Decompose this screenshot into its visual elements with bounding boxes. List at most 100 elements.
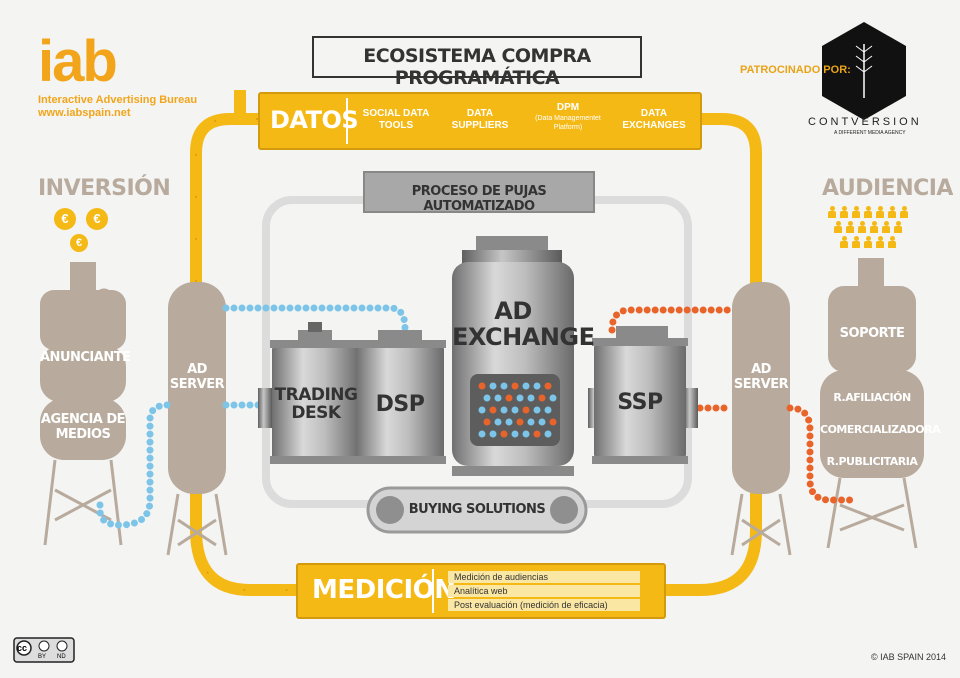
exchange-dot: [527, 394, 535, 402]
exchange-dot: [511, 430, 519, 438]
exchange-dot: [494, 394, 502, 402]
inversion-title: INVERSIÓN: [38, 176, 171, 201]
person-icon: [852, 206, 860, 218]
exchange-dot: [500, 430, 508, 438]
dsp-tank: [354, 330, 446, 464]
person-icon: [888, 206, 896, 218]
sponsor-tagline: A DIFFERENT MEDIA AGENCY: [834, 130, 906, 136]
person-icon: [834, 221, 842, 233]
exchange-dot: [549, 418, 557, 426]
ad-server-left-vessel: [166, 282, 228, 556]
person-icon: [882, 221, 890, 233]
exchange-dot: [511, 382, 519, 390]
by-icon: BY: [38, 654, 47, 660]
person-icon: [876, 206, 884, 218]
medicion-bar: MEDICIÓN Medición de audiencias Analític…: [296, 563, 666, 619]
exchange-dot: [494, 418, 502, 426]
person-icon: [858, 221, 866, 233]
medicion-item: Medición de audiencias: [448, 571, 640, 583]
person-icon: [828, 206, 836, 218]
ad-exchange-label: AD EXCHANGE: [452, 297, 595, 351]
dsp-label: DSP: [375, 392, 425, 417]
person-icon: [840, 206, 848, 218]
buying-solutions-label: BUYING SOLUTIONS: [408, 502, 546, 517]
ssp-label: SSP: [617, 390, 663, 415]
datos-item: SOCIAL DATA TOOLS: [362, 108, 430, 131]
publicitaria-label: R.PUBLICITARIA: [826, 455, 918, 468]
trading-desk-label: TRADING DESK: [274, 385, 358, 423]
exchange-dot: [478, 406, 486, 414]
exchange-dot: [549, 394, 557, 402]
euro-icon: €: [86, 208, 108, 230]
person-icon: [870, 221, 878, 233]
anunciante-label: ANUNCIANTE: [40, 350, 131, 365]
datos-item: DATA SUPPLIERS: [451, 108, 509, 131]
exchange-dot: [500, 406, 508, 414]
orange-dotted-pipe: [608, 306, 854, 504]
agencia-label: AGENCIA DE MEDIOS: [40, 412, 126, 442]
exchange-dot: [478, 382, 486, 390]
exchange-dot: [544, 406, 552, 414]
exchange-dot: [489, 406, 497, 414]
exchange-dot: [527, 418, 535, 426]
comercializadora-label: COMERCIALIZADORA: [820, 423, 941, 436]
ad-server-right-vessel: [730, 282, 792, 556]
person-icon: [864, 206, 872, 218]
exchange-dot: [483, 418, 491, 426]
person-icon: [888, 236, 896, 248]
soporte-label: SOPORTE: [839, 326, 905, 341]
exchange-dots: [478, 382, 557, 438]
blue-dotted-pipe: [96, 304, 409, 529]
exchange-dot: [522, 430, 530, 438]
exchange-dot: [511, 406, 519, 414]
proceso-label: PROCESO DE PUJAS AUTOMATIZADO: [411, 184, 547, 214]
sponsor-label: PATROCINADO POR:: [740, 64, 851, 76]
exchange-dot: [533, 430, 541, 438]
exchange-dot: [478, 430, 486, 438]
datos-item: DATA EXCHANGES: [622, 108, 686, 131]
euro-icon: €: [70, 234, 88, 252]
exchange-dot: [483, 394, 491, 402]
exchange-dot: [533, 406, 541, 414]
person-icon: [900, 206, 908, 218]
copyright: © IAB SPAIN 2014: [870, 652, 946, 662]
org-url[interactable]: www.iabspain.net: [38, 107, 131, 119]
person-icon: [864, 236, 872, 248]
exchange-dot: [544, 430, 552, 438]
person-icon: [852, 236, 860, 248]
iab-logo-subtitle: Interactive Advertising Bureau www.iabsp…: [38, 94, 197, 120]
ssp-tank: [592, 326, 688, 464]
euro-icon: €: [54, 208, 76, 230]
exchange-dot: [516, 394, 524, 402]
datos-title: DATOS: [270, 106, 359, 134]
person-icon: [840, 236, 848, 248]
exchange-dot: [500, 382, 508, 390]
exchange-dot: [538, 418, 546, 426]
exchange-dot: [505, 394, 513, 402]
datos-bar: DATOS SOCIAL DATA TOOLS DATA SUPPLIERS D…: [258, 92, 702, 150]
exchange-dot: [505, 418, 513, 426]
exchange-dot: [489, 430, 497, 438]
investor-vessel: [40, 262, 126, 546]
exchange-dot: [522, 382, 530, 390]
exchange-dot: [544, 382, 552, 390]
iab-logo: iab: [38, 29, 118, 94]
ad-server-left-label: AD SERVER: [169, 362, 225, 392]
datos-item: DPM(Data Managementet Platform): [535, 102, 601, 131]
trading-desk-tank: [270, 322, 362, 464]
sponsor-name: CONTVERSION: [808, 116, 922, 128]
exchange-dot: [489, 382, 497, 390]
medicion-item: Analítica web: [448, 585, 640, 597]
org-name: Interactive Advertising Bureau: [38, 94, 198, 106]
page-title: ECOSISTEMA COMPRA PROGRAMÁTICA: [363, 45, 591, 89]
afiliacion-label: R.AFILIACIÓN: [833, 391, 911, 404]
buying-belt: [366, 486, 588, 534]
audience-vessel: [820, 258, 924, 549]
exchange-dot: [538, 394, 546, 402]
audiencia-title: AUDIENCIA: [822, 176, 953, 201]
person-icon: [894, 221, 902, 233]
ad-server-right-label: AD SERVER: [733, 362, 789, 392]
page-title-box: ECOSISTEMA COMPRA PROGRAMÁTICA: [312, 36, 642, 89]
nd-icon: ND: [57, 654, 66, 660]
